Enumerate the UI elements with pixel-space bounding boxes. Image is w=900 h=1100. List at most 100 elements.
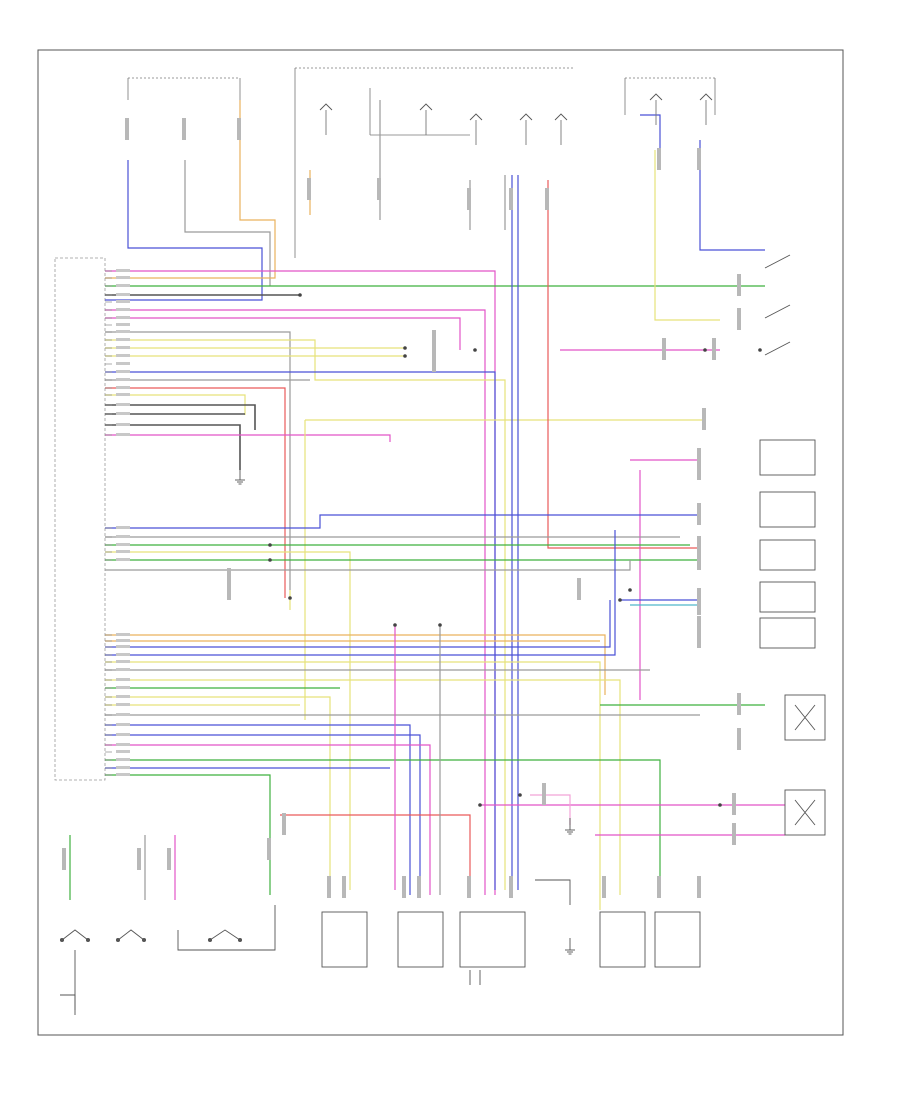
wire-code-label-19: [697, 548, 701, 570]
switch-icon: [759, 254, 816, 649]
wire-red-57: [280, 814, 471, 895]
wire-blue-30: [105, 514, 701, 529]
pin-label-block-19: [116, 423, 130, 426]
switch-icon: [59, 905, 276, 1015]
wire-orange-2: [105, 100, 276, 279]
splice-dot-6: [288, 596, 292, 600]
wire-code-label-35: [62, 848, 66, 870]
wire-code-label-12: [662, 338, 666, 360]
splice-dot-10: [703, 348, 707, 352]
wire-code-label-45: [509, 876, 513, 898]
control-module-outline: [54, 257, 106, 781]
connector-icon: [321, 879, 701, 985]
pin-label-block-1: [116, 276, 130, 279]
pin-label-block-41: [116, 758, 130, 761]
splice-dot-0: [298, 293, 302, 297]
diagram-border: [37, 49, 844, 1036]
splice-dot-13: [718, 803, 722, 807]
pin-label-block-22: [116, 535, 130, 538]
wire-yellow-43: [105, 661, 601, 910]
wire-code-label-24: [737, 693, 741, 715]
wire-code-label-28: [577, 578, 581, 600]
wire-pink-3: [105, 270, 496, 895]
wire-yellow-33: [105, 551, 351, 890]
splice-dot-4: [438, 623, 442, 627]
pin-label-block-29: [116, 653, 130, 656]
pin-label-block-5: [116, 308, 130, 311]
wire-darkgray-18: [105, 424, 241, 470]
pin-label-block-40: [116, 750, 130, 753]
wire-code-label-27: [732, 823, 736, 845]
wire-code-label-7: [545, 188, 549, 210]
pin-label-block-15: [116, 386, 130, 389]
top-power-distribution: [127, 67, 716, 258]
splice-dot-12: [628, 588, 632, 592]
pin-label-block-17: [116, 403, 130, 406]
wire-code-label-4: [377, 178, 381, 200]
wire-code-label-3: [307, 178, 311, 200]
wire-blue-51: [105, 724, 411, 895]
pin-label-block-23: [116, 543, 130, 546]
pin-label-block-32: [116, 678, 130, 681]
splice-dot-3: [393, 623, 397, 627]
wire-code-label-6: [509, 188, 513, 210]
relay-icon: [319, 103, 333, 111]
pin-label-block-26: [116, 633, 130, 636]
wire-yellow-22: [654, 150, 720, 321]
pin-label-block-37: [116, 723, 130, 726]
wire-code-label-14: [702, 408, 706, 430]
wire-code-label-41: [342, 876, 346, 898]
wire-code-label-25: [737, 728, 741, 750]
pin-label-block-7: [116, 323, 130, 326]
wire-code-label-48: [697, 876, 701, 898]
pin-label-block-30: [116, 660, 130, 663]
pin-label-block-3: [116, 293, 130, 296]
pin-label-block-0: [116, 269, 130, 272]
wire-gray-1: [184, 160, 271, 286]
wire-code-label-11: [737, 308, 741, 330]
pin-label-block-35: [116, 703, 130, 706]
pin-label-block-38: [116, 733, 130, 736]
pin-label-block-24: [116, 550, 130, 553]
wire-code-label-16: [697, 458, 701, 480]
wire-code-label-9: [697, 148, 701, 170]
wire-orange-39: [105, 634, 606, 695]
splice-dot-2: [403, 354, 407, 358]
relay-icon: [469, 113, 483, 121]
pin-label-block-11: [116, 354, 130, 357]
wire-blue-41: [105, 600, 611, 648]
wire-blue-12: [105, 371, 496, 890]
wire-code-label-34: [542, 783, 546, 805]
wire-yellow-48: [105, 696, 331, 895]
wire-code-label-5: [467, 188, 471, 210]
wire-code-label-13: [712, 338, 716, 360]
wire-code-label-40: [327, 876, 331, 898]
splice-dot-8: [268, 558, 272, 562]
pin-label-block-10: [116, 346, 130, 349]
wire-yellow-45: [105, 679, 621, 895]
wire-code-label-37: [167, 848, 171, 870]
wire-code-label-31: [432, 350, 436, 372]
wire-code-label-33: [227, 578, 231, 600]
module-pin-rows: [62, 118, 762, 898]
wire-code-label-10: [737, 274, 741, 296]
wire-code-label-39: [282, 813, 286, 835]
sensor-icon: [784, 694, 826, 836]
wire-code-label-21: [697, 593, 701, 615]
pin-label-block-20: [116, 433, 130, 436]
wire-darkgray-16: [105, 404, 256, 430]
wire-code-label-43: [417, 876, 421, 898]
wire-pink-6: [105, 309, 486, 895]
wire-pink-19: [105, 434, 391, 442]
pin-label-block-31: [116, 668, 130, 671]
pin-label-block-34: [116, 695, 130, 698]
wire-gray-35: [105, 560, 631, 571]
pin-label-block-43: [116, 773, 130, 776]
wire-code-label-2: [237, 118, 241, 140]
wire-gray-8: [105, 331, 291, 590]
wire-code-label-0: [125, 118, 129, 140]
wire-code-label-42: [402, 876, 406, 898]
pin-label-block-4: [116, 300, 130, 303]
pin-label-block-36: [116, 713, 130, 716]
